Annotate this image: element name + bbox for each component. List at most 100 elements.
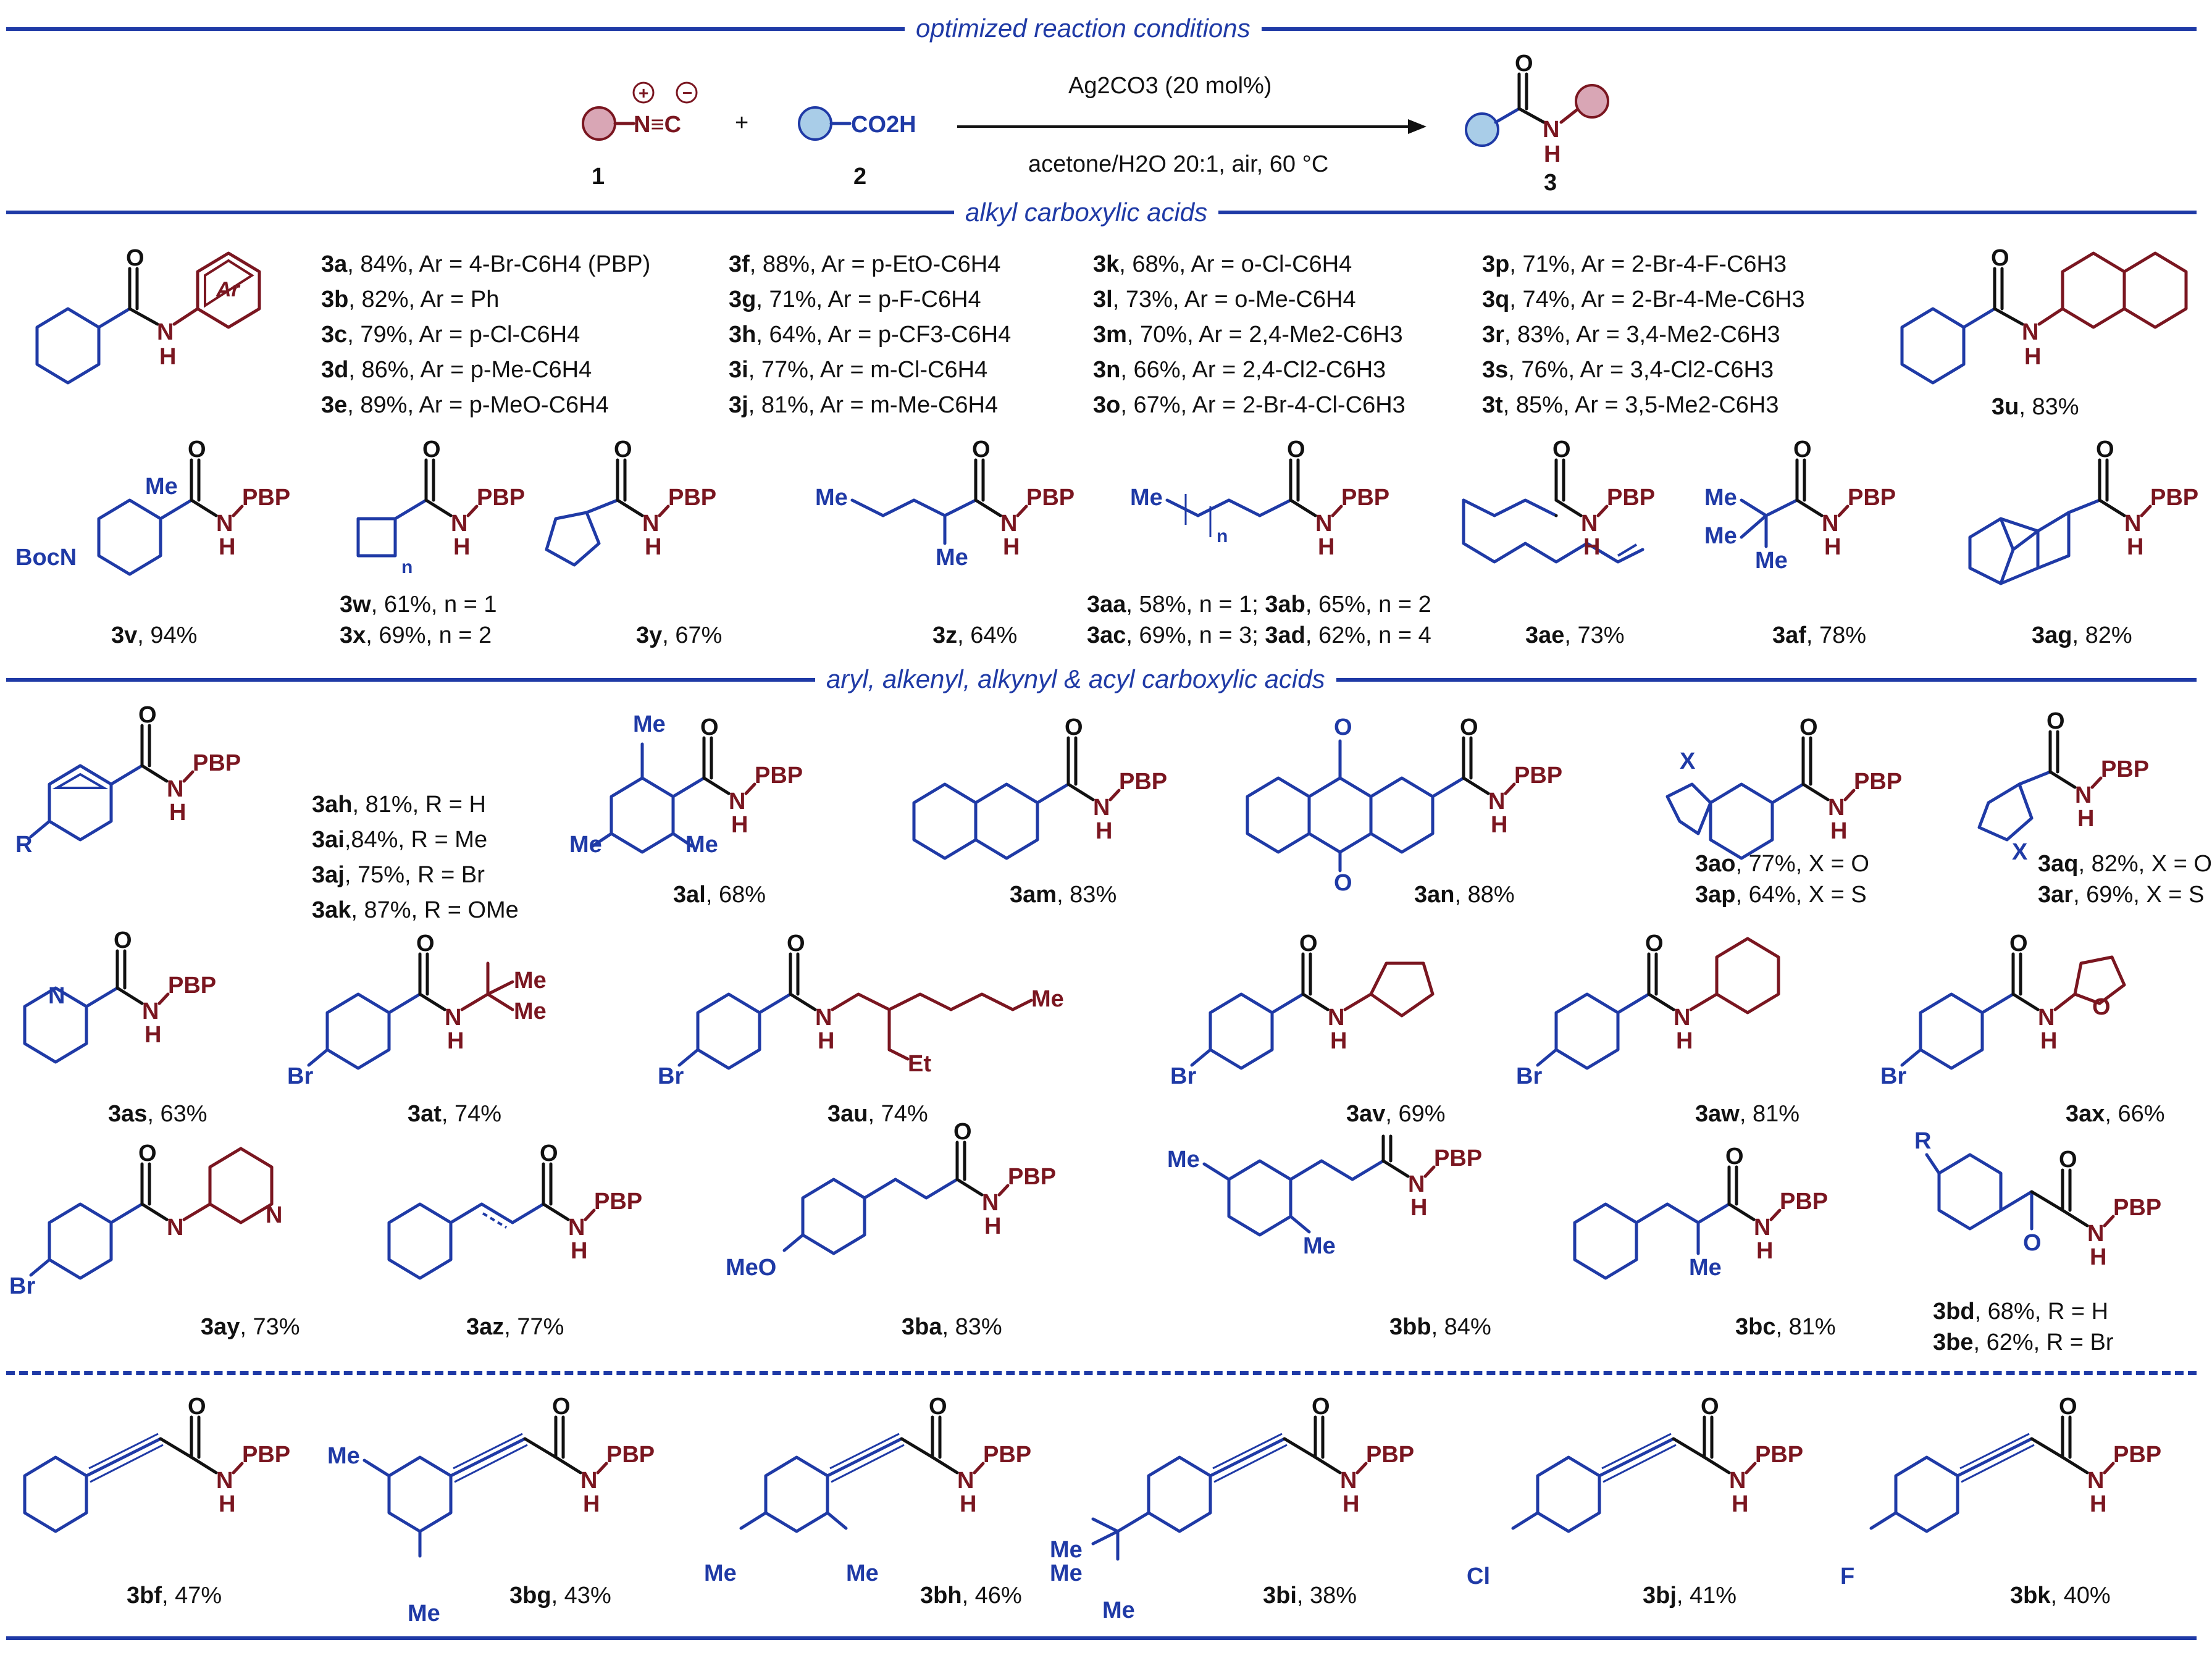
svg-text:O: O [188,437,206,462]
svg-text:H: H [1096,818,1112,844]
svg-text:Me: Me [1102,1597,1135,1623]
svg-text:O: O [953,1119,972,1145]
reaction-arrow [957,119,1426,134]
svg-text:N: N [216,511,233,537]
svg-text:H: H [818,1028,834,1054]
caption-3at: 3at, 74% [408,1101,502,1127]
structure-3ao-3ap: X O N H PBP [1665,714,1902,860]
structure-3w-3x: n O N H PBP [356,437,525,577]
svg-text:R: R [1914,1128,1931,1154]
list-3k-3o: 3k, 68%, Ar = o-Cl-C6H4 3l, 73%, Ar = o-… [1093,251,1406,418]
svg-text:H: H [169,800,186,826]
svg-text:N: N [1674,1005,1690,1031]
svg-text:Br: Br [9,1273,35,1299]
svg-text:PBP: PBP [168,973,216,998]
svg-text:PBP: PBP [668,485,716,511]
svg-text:O: O [2096,437,2114,462]
structure-3av: Br O N H [1170,931,1435,1089]
plus-sign: + [735,110,749,136]
scheme-reagent-isocyanide: N≡C + − [582,82,698,141]
svg-text:H: H [1830,818,1847,844]
svg-text:H: H [159,344,176,370]
svg-text:O: O [929,1394,947,1420]
caption-3x: 3x, 69%, n = 2 [340,622,492,648]
svg-text:H: H [219,1491,235,1517]
structure-3bg: Me Me O N H PBP [327,1394,655,1626]
heading-optimized-conditions: optimized reaction conditions [905,14,1262,43]
list-3a-3e: 3a, 84%, Ar = 4-Br-C6H4 (PBP) 3b, 82%, A… [321,251,651,418]
svg-text:H: H [2090,1491,2106,1517]
svg-text:PBP: PBP [1008,1164,1056,1190]
svg-text:H: H [571,1238,587,1264]
svg-text:H: H [1756,1238,1773,1264]
svg-text:N: N [1828,795,1845,821]
svg-text:Me: Me [1303,1233,1336,1259]
caption-3an: 3an, 88% [1414,882,1515,908]
svg-text:N: N [142,998,159,1024]
bottom-rule [6,1636,2197,1640]
svg-text:BocN: BocN [15,545,77,571]
svg-text:H: H [1003,534,1020,560]
svg-text:N: N [1543,117,1559,143]
svg-text:X: X [1680,748,1696,774]
svg-text:Br: Br [287,1063,313,1089]
svg-text:O: O [416,931,435,956]
svg-text:−: − [682,83,692,103]
svg-text:O: O [2047,708,2065,734]
svg-text:H: H [219,534,235,560]
svg-text:N: N [2022,319,2038,345]
svg-text:O: O [2059,1394,2077,1420]
reagent-2-label: 2 [853,164,867,190]
svg-text:Me: Me [1704,523,1737,549]
svg-text:H: H [583,1491,600,1517]
caption-3bd: 3bd, 68%, R = H [1933,1299,2109,1324]
svg-text:O: O [2009,931,2028,956]
svg-text:H: H [1676,1028,1693,1054]
structure-3bk: F O N H PBP [1840,1394,2161,1589]
svg-text:O: O [1334,714,1352,740]
svg-text:H: H [1330,1028,1347,1054]
caption-3ax: 3ax, 66% [2066,1101,2165,1127]
svg-text:PBP: PBP [1341,485,1389,511]
svg-text:MeO: MeO [726,1255,776,1281]
list-3p-3t: 3p, 71%, Ar = 2-Br-4-F-C6H3 3q, 74%, Ar … [1482,251,1805,418]
structure-3z: Me Me O N H PBP [815,437,1075,571]
svg-text:Me: Me [1704,485,1737,511]
caption-3bf: 3bf, 47% [127,1583,222,1609]
caption-3aw: 3aw, 81% [1695,1101,1799,1127]
svg-text:N: N [1729,1468,1746,1494]
caption-3bi: 3bi, 38% [1263,1583,1357,1609]
svg-text:PBP: PBP [1366,1442,1414,1468]
svg-text:Me: Me [936,545,968,571]
svg-text:Br: Br [1516,1063,1542,1089]
svg-text:H: H [984,1213,1001,1239]
isocyanide-group: N≡C [634,112,681,138]
caption-3ay: 3ay, 73% [201,1314,300,1340]
acid-group: CO2H [851,112,916,138]
svg-text:O: O [1334,870,1352,896]
caption-3as: 3as, 63% [108,1101,207,1127]
svg-text:O: O [138,702,157,728]
structure-3af: Me Me Me O N H PBP [1704,437,1896,574]
caption-3bk: 3bk, 40% [2010,1583,2111,1609]
caption-3aa-3ab: 3aa, 58%, n = 1; 3ab, 65%, n = 2 [1087,592,1431,617]
svg-text:Me: Me [1689,1255,1722,1281]
svg-text:Me: Me [815,485,848,511]
svg-text:N: N [1754,1215,1770,1241]
structure-3ah-3ak: R O N H PBP [15,702,241,858]
svg-text:PBP: PBP [755,763,803,789]
list-3ah-3ak: 3ah, 81%, R = H 3ai,84%, R = Me 3aj, 75%… [312,792,519,923]
structure-3aq-3ar: X O N H PBP [1977,708,2149,865]
svg-text:N: N [167,1215,183,1241]
caption-3ap: 3ap, 64%, X = S [1695,882,1867,908]
svg-text:N: N [568,1215,585,1241]
caption-3z: 3z, 64% [932,622,1018,648]
svg-text:Br: Br [658,1063,684,1089]
svg-text:PBP: PBP [1607,485,1655,511]
svg-text:O: O [1725,1144,1744,1170]
svg-text:O: O [2059,1147,2077,1173]
svg-text:PBP: PBP [2113,1442,2161,1468]
svg-text:O: O [126,245,145,271]
caption-3w: 3w, 61%, n = 1 [340,592,497,617]
svg-text:O: O [1065,714,1083,740]
